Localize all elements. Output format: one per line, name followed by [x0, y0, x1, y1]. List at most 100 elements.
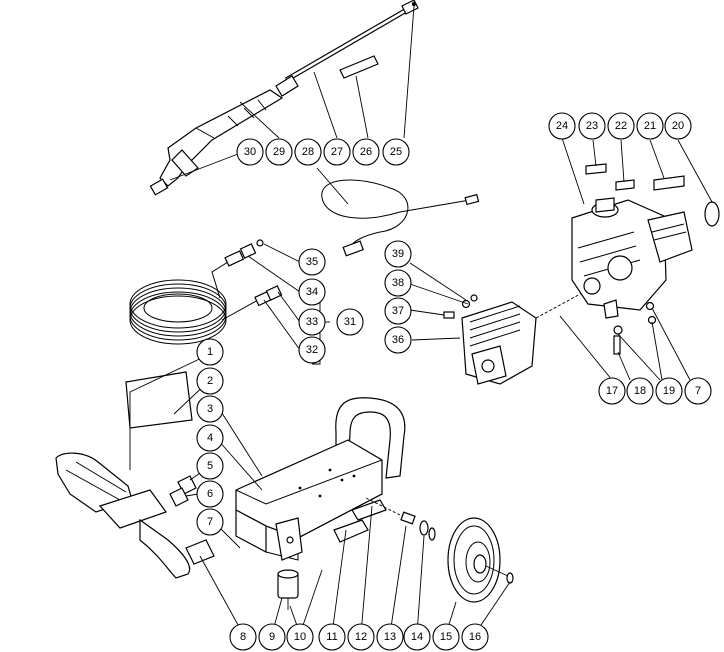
- callout-number: 7: [207, 516, 213, 528]
- callout-39: 39: [384, 240, 412, 268]
- callout-number: 22: [615, 120, 627, 132]
- callout-number: 16: [469, 631, 481, 643]
- frame-deck: [235, 439, 383, 561]
- callout-15: 15: [432, 623, 460, 651]
- callout-number: 2: [207, 375, 213, 387]
- callout-25: 25: [382, 138, 410, 166]
- callout-30: 30: [236, 138, 264, 166]
- callout-number: 26: [360, 146, 372, 158]
- callout-24: 24: [548, 112, 576, 140]
- callout-33: 33: [298, 308, 326, 336]
- foot-pad: [277, 569, 299, 610]
- callout-number: 21: [644, 120, 656, 132]
- callout-number: 23: [586, 120, 598, 132]
- callout-number: 3: [207, 403, 213, 415]
- pump: [443, 291, 585, 385]
- grip: [185, 539, 215, 565]
- callout-29: 29: [265, 138, 293, 166]
- callout-10: 10: [286, 623, 314, 651]
- callout-number: 15: [440, 631, 452, 643]
- callout-number: 28: [302, 146, 314, 158]
- callout-35: 35: [298, 248, 326, 276]
- callout-19: 19: [655, 377, 683, 405]
- callout-16: 16: [461, 623, 489, 651]
- callout-number: 9: [269, 631, 275, 643]
- wand-label-decal: [339, 55, 379, 79]
- callout-number: 20: [672, 120, 684, 132]
- callout-18: 18: [626, 377, 654, 405]
- spray-hose: [321, 179, 480, 257]
- front-handle: [55, 452, 191, 579]
- engine-mount-hardware: [613, 301, 657, 355]
- callout-1: 1: [196, 338, 224, 366]
- axle-parts: [365, 497, 436, 541]
- callout-37: 37: [384, 297, 412, 325]
- callout-number: 4: [207, 432, 213, 444]
- callout-number: 18: [634, 385, 646, 397]
- callout-6: 6: [196, 480, 224, 508]
- callout-number: 6: [207, 488, 213, 500]
- callout-number: 39: [392, 248, 404, 260]
- hose-coil: [129, 261, 259, 345]
- callout-number: 7: [695, 385, 701, 397]
- callout-5: 5: [196, 452, 224, 480]
- callout-27: 27: [323, 138, 351, 166]
- callout-31: 31: [336, 308, 364, 336]
- callout-number: 5: [207, 460, 213, 472]
- callout-23: 23: [578, 112, 606, 140]
- callout-4: 4: [196, 424, 224, 452]
- engine-decals: [585, 163, 685, 191]
- spray-gun: [149, 89, 284, 196]
- callout-number: 11: [326, 631, 337, 643]
- placard: [125, 371, 193, 429]
- frame-plate-decal: [333, 499, 387, 543]
- callout-number: 29: [273, 146, 285, 158]
- callout-number: 8: [240, 631, 246, 643]
- handle-frame: [335, 397, 406, 479]
- frame-bracket: [275, 517, 303, 561]
- callout-22: 22: [607, 112, 635, 140]
- callout-3: 3: [196, 395, 224, 423]
- callout-36: 36: [384, 326, 412, 354]
- callout-7-engine: 7: [684, 377, 712, 405]
- callout-number: 37: [392, 305, 404, 317]
- callout-28: 28: [294, 138, 322, 166]
- callout-number: 38: [392, 277, 404, 289]
- callout-13: 13: [376, 623, 404, 651]
- callout-number: 31: [344, 316, 356, 328]
- callout-number: 25: [390, 146, 402, 158]
- valve-fittings: [169, 475, 197, 507]
- callout-8: 8: [229, 623, 257, 651]
- callout-number: 35: [306, 256, 318, 268]
- callout-number: 19: [663, 385, 675, 397]
- callout-number: 24: [556, 120, 568, 132]
- callout-number: 14: [411, 631, 423, 643]
- callout-34: 34: [298, 278, 326, 306]
- callout-11: 11: [318, 623, 346, 651]
- wheel: [447, 517, 514, 603]
- callout-17: 17: [598, 377, 626, 405]
- engine: [571, 197, 720, 319]
- callout-20: 20: [664, 112, 692, 140]
- callout-number: 1: [207, 346, 213, 358]
- callout-9: 9: [258, 623, 286, 651]
- callout-number: 27: [331, 146, 343, 158]
- leader-lines: [129, 5, 713, 635]
- callout-7-frame: 7: [196, 508, 224, 536]
- callout-number: 36: [392, 334, 404, 346]
- callout-21: 21: [636, 112, 664, 140]
- callout-number: 17: [606, 385, 618, 397]
- callout-number: 30: [244, 146, 256, 158]
- callout-38: 38: [384, 269, 412, 297]
- spray-wand: [284, 0, 419, 83]
- callout-32: 32: [298, 336, 326, 364]
- callout-number: 10: [294, 631, 306, 643]
- callout-number: 12: [355, 631, 367, 643]
- callout-number: 13: [384, 631, 396, 643]
- wand-coupler: [275, 75, 299, 97]
- callout-2: 2: [196, 367, 224, 395]
- callout-14: 14: [403, 623, 431, 651]
- callout-12: 12: [347, 623, 375, 651]
- callout-number: 34: [306, 286, 318, 298]
